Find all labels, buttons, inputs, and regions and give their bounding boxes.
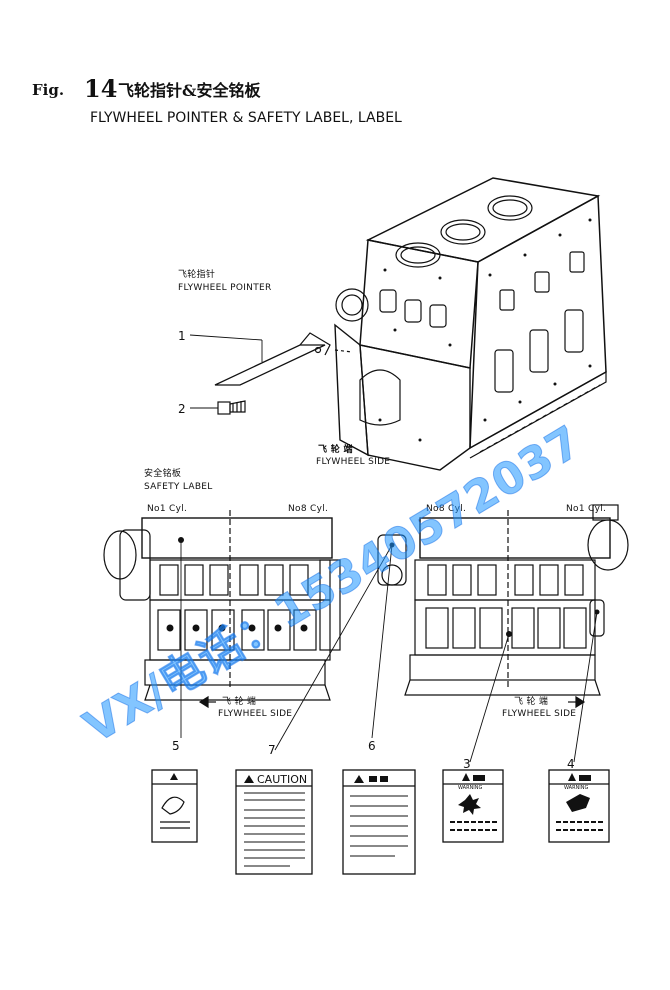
flywheel-pointer-part bbox=[214, 332, 353, 386]
right-flywheel-side-cn: 飞 轮 端 bbox=[514, 697, 549, 707]
label-7-plate bbox=[235, 769, 313, 875]
left-flywheel-side-en: FLYWHEEL SIDE bbox=[218, 709, 293, 719]
callout-4: 4 bbox=[567, 757, 575, 771]
right-engine-cyl-last: No1 Cyl. bbox=[566, 504, 607, 514]
callout-2: 2 bbox=[178, 402, 186, 416]
warning-heading-3: WARNING bbox=[458, 785, 483, 791]
left-engine-cyl-last: No8 Cyl. bbox=[288, 504, 329, 514]
left-engine-cyl-first: No1 Cyl. bbox=[147, 504, 188, 514]
figure-title-cn: 飞轮指针&安全铭板 bbox=[118, 81, 261, 100]
block-flywheel-side-en: FLYWHEEL SIDE bbox=[316, 457, 391, 467]
callout-6: 6 bbox=[368, 739, 376, 753]
warning-heading-4: WARNING bbox=[564, 785, 589, 791]
block-flywheel-side-cn: 飞 轮 端 bbox=[318, 445, 353, 455]
safety-label-cn: 安全铭板 bbox=[144, 469, 182, 479]
callout-5: 5 bbox=[172, 739, 180, 753]
callout-3: 3 bbox=[463, 757, 471, 771]
callout-1: 1 bbox=[178, 329, 186, 343]
right-flywheel-side-en: FLYWHEEL SIDE bbox=[502, 709, 577, 719]
right-engine-cyl-first: No8 Cyl. bbox=[426, 504, 467, 514]
bolt-part bbox=[217, 400, 246, 415]
label-3-plate bbox=[442, 769, 504, 843]
figure-prefix: Fig. bbox=[32, 81, 65, 99]
right-engine-drawing bbox=[377, 504, 629, 696]
label-4-plate bbox=[548, 769, 610, 843]
left-engine-drawing bbox=[103, 510, 341, 701]
pointer-label-en: FLYWHEEL POINTER bbox=[178, 283, 272, 293]
engine-block-drawing bbox=[334, 177, 607, 471]
label-5-plate bbox=[151, 769, 198, 843]
flywheel-side-arrow-left bbox=[198, 695, 216, 709]
pointer-label-cn: 飞轮指针 bbox=[178, 270, 216, 280]
flywheel-side-arrow-right bbox=[568, 695, 586, 709]
safety-label-en: SAFETY LABEL bbox=[144, 482, 213, 492]
callout-7: 7 bbox=[268, 743, 276, 757]
caution-heading: CAUTION bbox=[257, 773, 308, 786]
figure-number: 14 bbox=[84, 74, 118, 103]
figure-title-en: FLYWHEEL POINTER & SAFETY LABEL, LABEL bbox=[90, 110, 402, 126]
left-flywheel-side-cn: 飞 轮 端 bbox=[222, 697, 257, 707]
label-6-plate bbox=[342, 769, 416, 875]
